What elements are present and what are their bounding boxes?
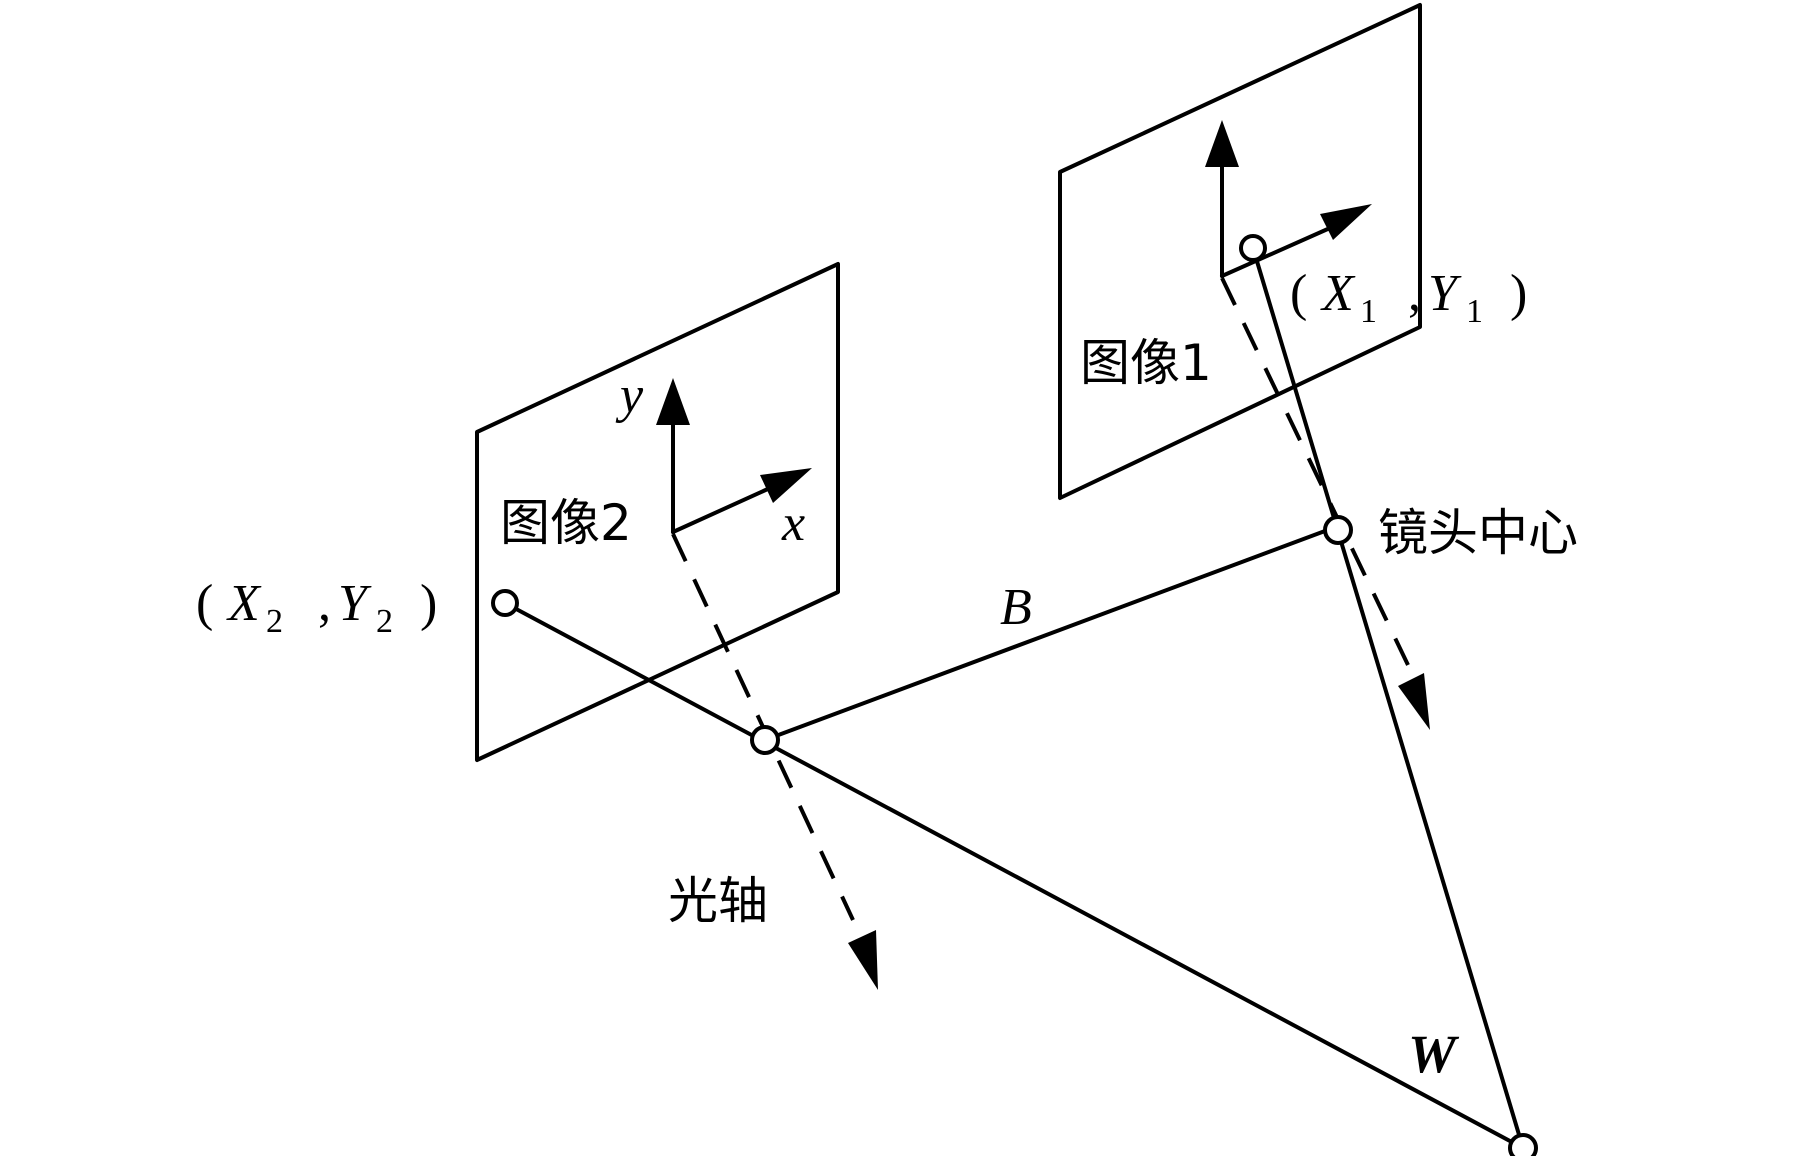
point1-open-paren: ( — [1290, 265, 1307, 322]
point2-comma: , — [318, 575, 331, 632]
world-point-label: W — [1408, 1024, 1460, 1084]
image1-axis-right-line — [1220, 226, 1332, 278]
image-point-1 — [1239, 234, 1267, 262]
point2-y-var: Y — [338, 575, 372, 632]
optical-axis-1-arrowhead — [1398, 673, 1430, 730]
point2-x-var: X — [226, 575, 262, 632]
ray-2 — [503, 601, 1525, 1150]
point1-y-sub: 1 — [1466, 293, 1483, 330]
point1-comma: , — [1408, 265, 1421, 322]
image-plane-2 — [475, 262, 840, 762]
ray-1 — [1251, 246, 1525, 1150]
image1-axis-right-arrowhead — [1320, 204, 1372, 240]
axis-x-arrowhead — [760, 468, 812, 503]
axis-x-line — [671, 486, 772, 534]
image2-label: 图像2 — [500, 494, 632, 552]
image1-axis-up-arrowhead — [1205, 120, 1239, 167]
point2-y-sub: 2 — [376, 603, 393, 640]
optical-axis-2-arrowhead — [848, 930, 878, 990]
baseline-label: B — [1000, 579, 1032, 636]
baseline-line — [763, 526, 1335, 742]
point2-coordinates-label: ( X 2 , Y 2 ) — [196, 575, 437, 640]
lens-center-2 — [750, 725, 780, 755]
point1-close-paren: ) — [1510, 265, 1527, 322]
axis-x-label: x — [781, 495, 805, 552]
point1-y-var: Y — [1428, 265, 1462, 322]
point1-x-var: X — [1320, 265, 1356, 322]
image1-label: 图像1 — [1080, 334, 1212, 392]
image-point-2 — [491, 589, 519, 617]
optical-axis-1 — [1220, 277, 1410, 666]
axis-y-arrowhead — [656, 378, 690, 425]
point2-open-paren: ( — [196, 575, 213, 632]
lens-center-1 — [1323, 515, 1353, 545]
optical-axis-label: 光轴 — [668, 872, 768, 930]
world-point — [1508, 1133, 1538, 1156]
lens-center-label: 镜头中心 — [1378, 504, 1578, 562]
axis-y-label: y — [615, 367, 644, 424]
point2-close-paren: ) — [420, 575, 437, 632]
point1-x-sub: 1 — [1360, 293, 1377, 330]
point1-coordinates-label: ( X 1 , Y 1 ) — [1290, 265, 1527, 330]
image-plane-1 — [1058, 3, 1422, 500]
point2-x-sub: 2 — [266, 603, 283, 640]
